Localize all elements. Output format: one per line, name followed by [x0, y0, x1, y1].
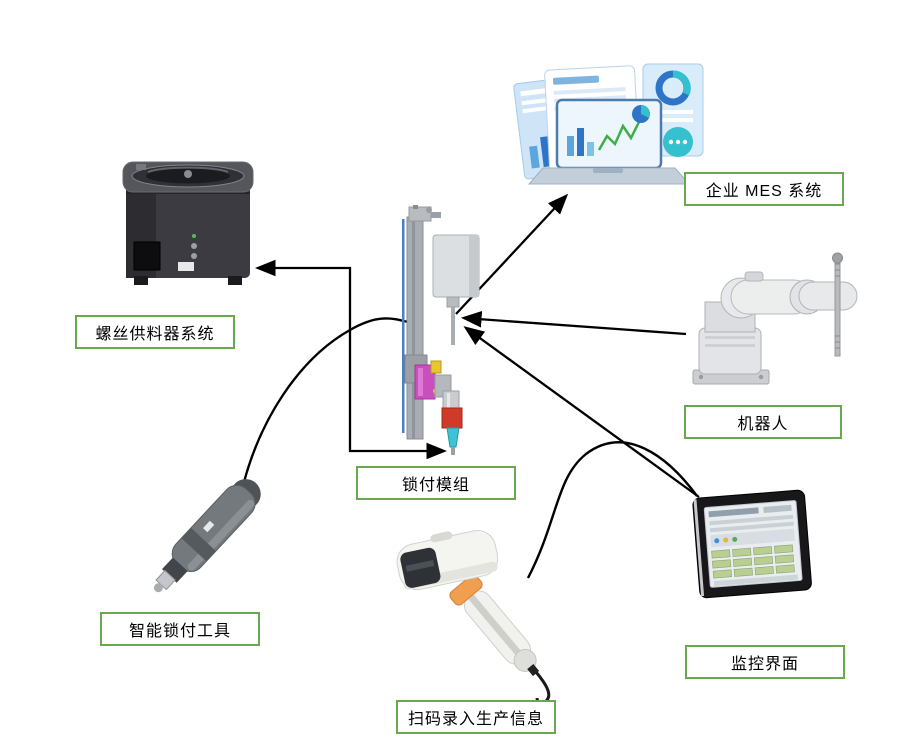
mes-dashboard-laptop-icon [513, 63, 704, 185]
label-mes-text: 企业 MES 系统 [705, 183, 823, 200]
scara-robot-icon [692, 252, 858, 385]
label-module: 锁付模组 [356, 466, 516, 500]
label-tool-text: 智能锁付工具 [128, 623, 231, 640]
screw-feeder-illustration [118, 150, 258, 290]
label-module-text: 锁付模组 [401, 477, 470, 494]
smart-tool-illustration [125, 475, 265, 615]
monitor-illustration [688, 482, 818, 607]
label-robot: 机器人 [684, 405, 842, 439]
label-feeder: 螺丝供料器系统 [75, 315, 235, 349]
connector-robot-module [460, 311, 687, 336]
mes-illustration [505, 58, 710, 208]
label-tool: 智能锁付工具 [100, 612, 260, 646]
barcode-scanner-icon [396, 530, 551, 705]
robot-illustration [675, 250, 875, 395]
label-monitor: 监控界面 [685, 645, 845, 679]
scanner-illustration [390, 528, 565, 708]
label-mes: 企业 MES 系统 [684, 172, 844, 206]
label-monitor-text: 监控界面 [730, 656, 799, 673]
label-feeder-text: 螺丝供料器系统 [95, 326, 215, 343]
label-robot-text: 机器人 [737, 416, 789, 433]
screw-locking-module-icon [402, 205, 480, 455]
smart-screwdriver-icon [153, 479, 261, 593]
screw-feeder-machine-icon [122, 161, 254, 285]
label-scanner-text: 扫码录入生产信息 [407, 711, 544, 728]
hmi-touch-panel-icon [692, 489, 812, 599]
label-scanner: 扫码录入生产信息 [396, 700, 556, 734]
locking-module-illustration [395, 205, 490, 460]
